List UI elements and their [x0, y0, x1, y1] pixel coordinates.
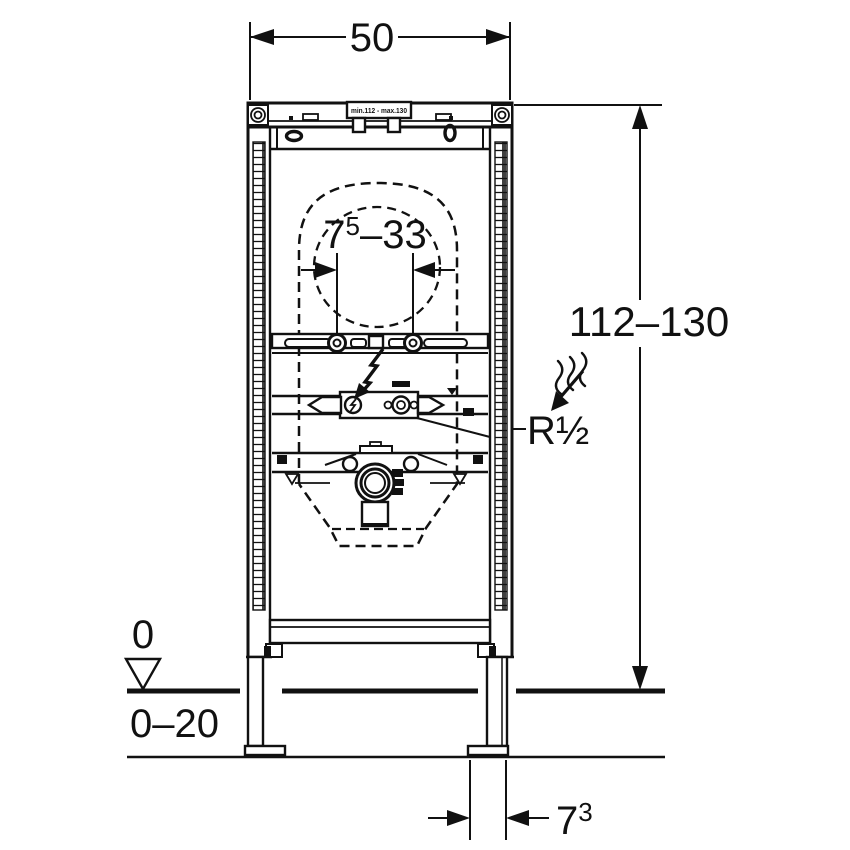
water-connection-label: R½ [527, 409, 589, 453]
floor-range-label: 0–20 [130, 702, 219, 746]
frame-side-rails [246, 103, 514, 657]
left-foot-plate [243, 744, 287, 757]
water-connection: R½ [512, 351, 589, 453]
right-pipe-holder [403, 333, 423, 353]
height-range-label: 112–130 [569, 298, 729, 345]
arrowhead-down-icon [632, 666, 648, 690]
rail-bracket [463, 408, 474, 416]
height-dimension: 112–130 [514, 104, 729, 690]
left-leg [246, 655, 265, 748]
foot-depth-dimension: 73 [428, 760, 593, 843]
type-plate [345, 100, 413, 120]
power-bolt-icon [349, 398, 357, 413]
urinal-dashed-outline [297, 181, 459, 548]
right-leg [485, 655, 509, 748]
supply-arrow-icon [551, 391, 569, 411]
rail-end-block [473, 455, 483, 464]
oval-slot [284, 129, 304, 143]
floor-datum: 0 0–20 [123, 613, 665, 759]
arrowhead-right-icon [447, 810, 470, 826]
top-width-label: 50 [350, 16, 395, 60]
fixing-hole [402, 455, 420, 473]
level-mark-icon [284, 473, 300, 486]
pipe-holder-rail [270, 332, 490, 354]
arrowhead-right-icon [486, 29, 510, 45]
foot-depth-label: 73 [556, 797, 593, 843]
left-pointer [306, 395, 343, 415]
drain-pipe [360, 500, 390, 528]
type-plate-label: min.112 - max.130 [351, 108, 407, 115]
hanger-tab [386, 116, 402, 134]
screw-hole-icon [250, 107, 266, 123]
hanger-tab [351, 116, 367, 134]
datum-zero-label: 0 [132, 613, 154, 657]
drain-clamp-top [359, 445, 393, 454]
lightning-arrow-icon [354, 347, 385, 399]
urinal-bowl-rim [312, 205, 442, 329]
leg-clamp [264, 646, 271, 657]
valve [391, 395, 411, 415]
drain-clamp-screw [392, 469, 403, 477]
urinal-outer-contour [297, 181, 459, 548]
fixing-hole [341, 455, 359, 473]
right-foot-plate [466, 744, 510, 757]
arrowhead-up-icon [632, 105, 648, 129]
drain-clamp-screw [392, 488, 403, 495]
left-rail-scale-strip [252, 141, 266, 611]
water-wave-icon [578, 351, 588, 388]
bottom-crossbar [268, 618, 492, 645]
flush-pipe-dimension: 75–33 [301, 211, 455, 343]
right-pointer [416, 395, 446, 415]
oval-slot [443, 123, 457, 143]
leg-clamp [489, 646, 496, 657]
flush-pipe-range-label: 75–33 [323, 211, 426, 257]
arrowhead-right-icon [315, 262, 337, 278]
hanger-bar [270, 116, 490, 151]
frame-top-rail: min.112 - max.130 [246, 100, 514, 151]
frame-bottom [243, 618, 514, 757]
right-rail-scale-strip [494, 141, 508, 611]
marker-triangle-icon [447, 388, 457, 395]
left-pipe-holder [327, 333, 347, 353]
water-wave-icon [554, 359, 564, 396]
center-clip [367, 334, 385, 350]
arrowhead-left-icon [506, 810, 529, 826]
datum-triangle-icon [123, 657, 163, 692]
mount-slot [392, 381, 410, 387]
control-unit-rail [272, 381, 491, 438]
arrowhead-left-icon [250, 29, 274, 45]
rail-end-block [277, 455, 287, 464]
top-width-dimension: 50 [249, 16, 511, 100]
drain-assembly [354, 441, 404, 528]
screw-hole-icon [494, 107, 510, 123]
level-mark-icon [452, 473, 468, 486]
arrowhead-left-icon [413, 262, 435, 278]
drain-clamp-screw [394, 479, 404, 486]
